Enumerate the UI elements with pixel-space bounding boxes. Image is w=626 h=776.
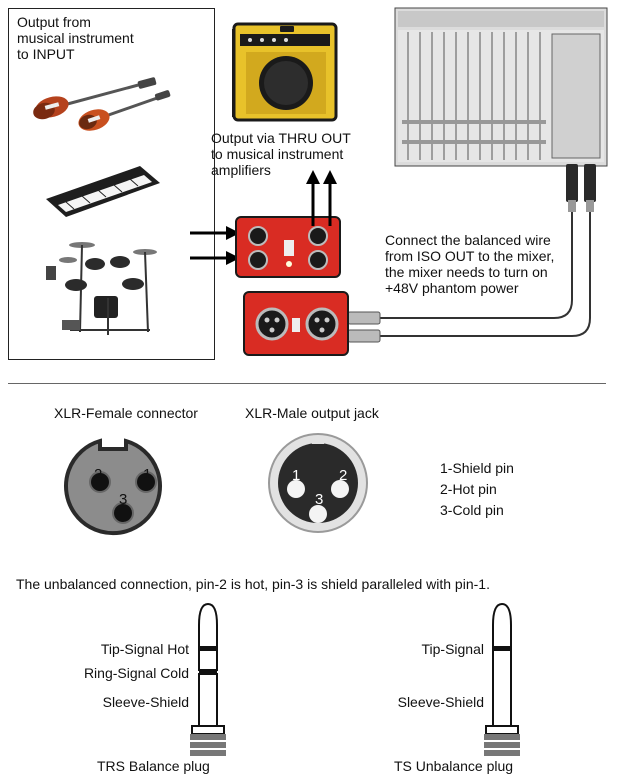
iso-caption-line: +48V phantom power: [385, 280, 519, 296]
male-pin-label: 1: [292, 467, 301, 484]
trs-plug-image: [190, 602, 226, 756]
pin-legend-item: 1-Shield pin: [440, 460, 514, 476]
iso-caption-line: Connect the balanced wire: [385, 232, 551, 248]
pin-legend: 1-Shield pin 2-Hot pin 3-Cold pin: [440, 458, 514, 521]
thru-caption-line: to musical instrument: [211, 146, 344, 162]
di-box-iso-out: [243, 291, 349, 356]
female-pin-label: 3: [119, 491, 128, 508]
thru-caption-line: Output via THRU OUT: [211, 130, 351, 146]
thru-out-caption: Output via THRU OUT to musical instrumen…: [211, 130, 351, 178]
iso-out-caption: Connect the balanced wire from ISO OUT t…: [385, 232, 554, 296]
thru-arrows: [306, 170, 337, 226]
iso-caption-line: from ISO OUT to the mixer,: [385, 248, 555, 264]
xlr-male-title: XLR-Male output jack: [245, 405, 379, 421]
keyboard-image: [46, 166, 160, 217]
mixer-image: [394, 7, 608, 167]
ts-plug-image: [484, 602, 520, 756]
thru-caption-line: amplifiers: [211, 162, 271, 178]
di-box-inputs: [235, 216, 341, 278]
instrument-caption: Output from musical instrument to INPUT: [17, 14, 134, 62]
input-arrows: [190, 226, 240, 265]
section-divider: [8, 383, 606, 384]
male-pin-label: 2: [339, 467, 348, 484]
xlr-female-connector: [64, 438, 162, 536]
iso-caption-line: the mixer needs to turn on: [385, 264, 548, 280]
balanced-cables: [347, 164, 596, 343]
electric-guitar-image: [78, 90, 171, 131]
pin-legend-item: 3-Cold pin: [440, 502, 504, 518]
instrument-caption-line: Output from: [17, 14, 91, 30]
instrument-panel: [8, 8, 215, 360]
unbalanced-note: The unbalanced connection, pin-2 is hot,…: [16, 576, 490, 592]
xlr-male-connector: [268, 433, 368, 533]
male-pin-label: 3: [315, 491, 324, 508]
trs-tip-label: Tip-Signal Hot: [100, 641, 189, 657]
ts-sleeve-label: Sleeve-Shield: [397, 694, 484, 710]
trs-plug-title: TRS Balance plug: [97, 758, 210, 774]
ts-plug-title: TS Unbalance plug: [394, 758, 514, 774]
trs-sleeve-label: Sleeve-Shield: [102, 694, 189, 710]
trs-ring-label: Ring-Signal Cold: [83, 665, 189, 681]
xlr-female-title: XLR-Female connector: [54, 405, 198, 421]
instrument-caption-line: to INPUT: [17, 46, 75, 62]
bass-guitar-image: [33, 77, 157, 120]
pin-legend-item: 2-Hot pin: [440, 481, 497, 497]
amplifier-image: [232, 22, 338, 122]
ts-tip-label: Tip-Signal: [421, 641, 484, 657]
female-pin-label: 2: [94, 466, 103, 483]
drum-kit-image: [46, 242, 157, 335]
instrument-caption-line: musical instrument: [17, 30, 134, 46]
female-pin-label: 1: [143, 466, 152, 483]
